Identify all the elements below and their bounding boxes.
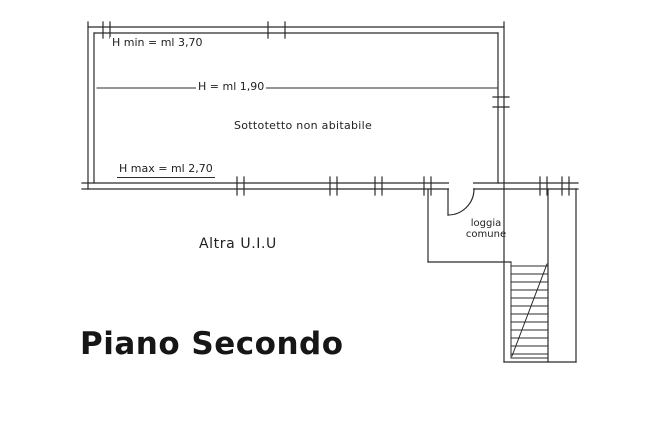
window-ticks-right (492, 96, 510, 108)
right-strip-walls (503, 188, 577, 363)
staircase (510, 261, 549, 359)
right-wall (497, 21, 505, 190)
loggia-label-line1: loggia (470, 218, 502, 229)
other-unit-label: Altra U.I.U (197, 236, 279, 253)
left-wall (87, 21, 95, 190)
loggia-room (427, 188, 512, 263)
height-min-label: H min = ml 3,70 (110, 36, 205, 50)
floor-title: Piano Secondo (80, 326, 344, 362)
height-mid-label: H = ml 1,90 (196, 80, 267, 94)
height-max-label: H max = ml 2,70 (117, 162, 215, 179)
top-wall (87, 26, 505, 34)
loggia-label-line2: comune (465, 229, 507, 240)
mid-wall (81, 176, 579, 196)
door-swing-icon (447, 181, 475, 216)
window-ticks-top (102, 21, 286, 39)
loggia-label: loggia comune (456, 218, 516, 240)
attic-note-label: Sottotetto non abitabile (232, 119, 375, 133)
